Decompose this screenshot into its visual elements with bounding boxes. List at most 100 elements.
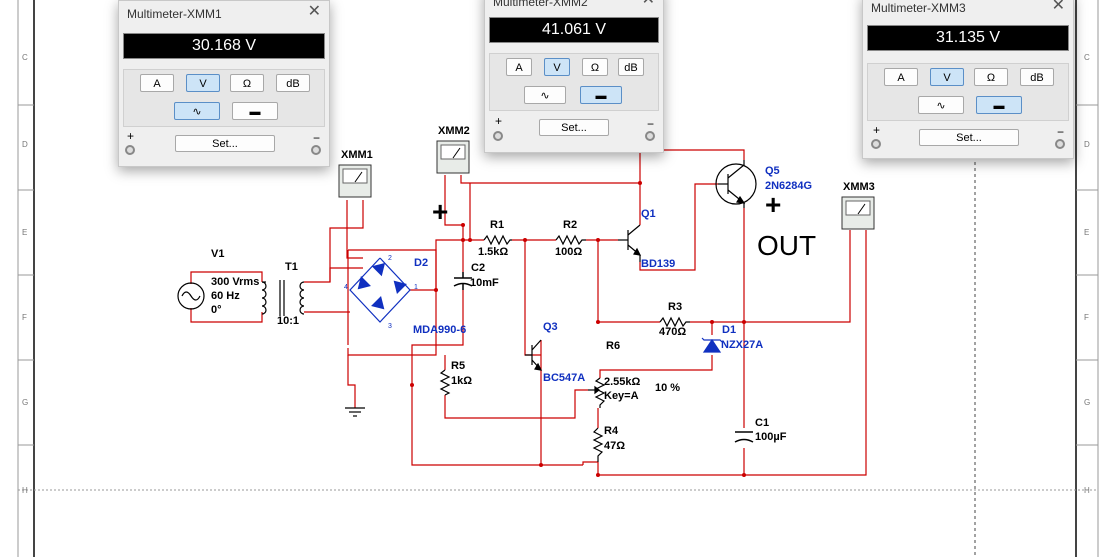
label-c1-name: C1 <box>755 417 770 429</box>
voltmeter-button[interactable]: V <box>930 68 964 86</box>
label-q3-name: Q3 <box>543 321 558 333</box>
label-v1-value: 300 Vrms <box>211 276 260 288</box>
multimeter-window-xmm3[interactable]: Multimeter-XMM3 ✕ 31.135 V A V Ω dB ∿ ▬ … <box>862 0 1074 159</box>
dc-mode-button[interactable]: ▬ <box>580 86 622 104</box>
ohmmeter-button[interactable]: Ω <box>230 74 264 92</box>
meter-icon-xmm3[interactable] <box>841 196 875 230</box>
row-label-h-right: H <box>1084 486 1090 495</box>
sine-wave-icon: ∿ <box>540 90 550 102</box>
label-c2-value: 10mF <box>470 277 499 289</box>
minus-terminal[interactable] <box>311 145 321 155</box>
dc-line-icon: ▬ <box>249 106 261 118</box>
decibel-button[interactable]: dB <box>276 74 310 92</box>
label-r5-name: R5 <box>451 360 466 372</box>
junction-dots <box>410 181 746 477</box>
label-r1-name: R1 <box>490 219 505 231</box>
ohmmeter-button[interactable]: Ω <box>974 68 1008 86</box>
label-t1-name: T1 <box>285 261 298 273</box>
dc-line-icon: ▬ <box>595 90 607 102</box>
capacitor-c1[interactable] <box>734 431 754 443</box>
ohmmeter-button[interactable]: Ω <box>582 58 608 76</box>
transistor-q1[interactable] <box>618 224 642 262</box>
label-d2-pin1: 1 <box>414 284 418 291</box>
label-r4-value: 47Ω <box>604 440 626 452</box>
set-button[interactable]: Set... <box>539 119 609 136</box>
row-label-e-right: E <box>1084 228 1090 237</box>
zener-diode-d1[interactable] <box>701 337 723 353</box>
label-q5-part: 2N6284G <box>765 180 813 192</box>
label-d2-pin2: 2 <box>388 255 392 262</box>
plus-terminal[interactable] <box>871 139 881 149</box>
plus-terminal-label: + <box>873 123 881 137</box>
meter-icon-xmm2[interactable] <box>436 140 470 174</box>
label-r3-value: 470Ω <box>659 326 687 338</box>
annotation-plus-left: + <box>432 196 449 227</box>
potentiometer-r6[interactable] <box>588 377 606 408</box>
close-icon[interactable]: ✕ <box>1051 0 1065 14</box>
set-button[interactable]: Set... <box>919 129 1019 146</box>
ac-source-v1[interactable] <box>177 282 205 310</box>
window-title: Multimeter-XMM3 <box>871 1 966 15</box>
resistor-r2[interactable] <box>555 234 586 246</box>
row-label-d: D <box>22 140 28 149</box>
reading-display: 30.168 V <box>123 33 325 59</box>
label-r2-value: 100Ω <box>555 246 583 258</box>
transformer-t1[interactable] <box>261 280 305 316</box>
voltmeter-button[interactable]: V <box>544 58 570 76</box>
row-label-c-right: C <box>1084 53 1090 62</box>
ammeter-button[interactable]: A <box>884 68 918 86</box>
multimeter-window-xmm2[interactable]: Multimeter-XMM2 ✕ 41.061 V A V Ω dB ∿ ▬ … <box>484 0 664 153</box>
reading-display: 41.061 V <box>489 17 659 43</box>
label-c1-value: 100µF <box>755 431 787 443</box>
minus-terminal[interactable] <box>645 131 655 141</box>
plus-terminal[interactable] <box>125 145 135 155</box>
row-label-f-right: F <box>1084 313 1089 322</box>
label-d2-pin4: 4 <box>344 284 348 291</box>
label-r4-name: R4 <box>604 425 619 437</box>
label-d2-name: D2 <box>414 257 429 269</box>
decibel-button[interactable]: dB <box>1020 68 1054 86</box>
row-label-d-right: D <box>1084 140 1090 149</box>
bridge-rectifier-d2[interactable] <box>349 257 411 323</box>
row-label-g-right: G <box>1084 398 1091 407</box>
transistor-q5[interactable] <box>715 160 757 208</box>
minus-terminal-label: − <box>313 131 321 145</box>
ac-mode-button[interactable]: ∿ <box>524 86 566 104</box>
plus-terminal[interactable] <box>493 131 503 141</box>
minus-terminal[interactable] <box>1055 139 1065 149</box>
decibel-button[interactable]: dB <box>618 58 644 76</box>
label-q5-name: Q5 <box>765 165 780 177</box>
annotation-out: OUT <box>757 230 817 261</box>
ground-symbol <box>345 407 365 417</box>
set-button[interactable]: Set... <box>175 135 275 152</box>
dc-mode-button[interactable]: ▬ <box>976 96 1022 114</box>
resistor-r3[interactable] <box>659 316 690 328</box>
resistor-r5[interactable] <box>439 369 451 396</box>
window-title: Multimeter-XMM2 <box>493 0 588 9</box>
resistor-r1[interactable] <box>483 234 512 246</box>
ac-mode-button[interactable]: ∿ <box>918 96 964 114</box>
mode-panel: A V Ω dB ∿ ▬ <box>123 69 325 127</box>
multimeter-window-xmm1[interactable]: Multimeter-XMM1 ✕ 30.168 V A V Ω dB ∿ ▬ … <box>118 0 330 167</box>
dc-mode-button[interactable]: ▬ <box>232 102 278 120</box>
resistor-r4[interactable] <box>592 427 604 462</box>
ammeter-button[interactable]: A <box>140 74 174 92</box>
label-d1-part: NZX27A <box>721 339 764 351</box>
window-title: Multimeter-XMM1 <box>127 7 222 21</box>
minus-terminal-label: − <box>647 117 655 131</box>
label-xmm2: XMM2 <box>438 125 470 137</box>
capacitor-c2[interactable] <box>453 272 473 290</box>
transistor-q3[interactable] <box>525 339 543 371</box>
label-q3-part: BC547A <box>543 372 586 384</box>
ammeter-button[interactable]: A <box>506 58 532 76</box>
ac-mode-button[interactable]: ∿ <box>174 102 220 120</box>
close-icon[interactable]: ✕ <box>307 3 321 20</box>
close-icon[interactable]: ✕ <box>642 0 655 9</box>
label-v1-freq: 60 Hz <box>211 290 240 302</box>
label-xmm3: XMM3 <box>843 181 875 193</box>
label-c2-name: C2 <box>471 262 486 274</box>
reading-display: 31.135 V <box>867 25 1069 51</box>
meter-icon-xmm1[interactable] <box>338 164 372 198</box>
voltmeter-button[interactable]: V <box>186 74 220 92</box>
